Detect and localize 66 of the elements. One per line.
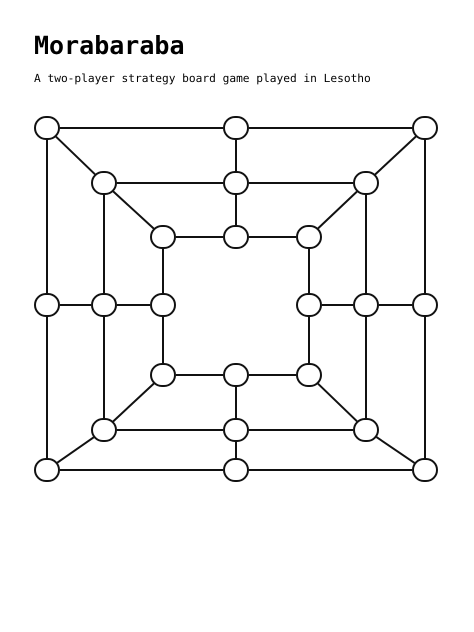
- board-line: [308, 249, 310, 293]
- board-point: [296, 363, 322, 387]
- board-line: [317, 190, 358, 230]
- board-line: [374, 136, 417, 176]
- board-point: [412, 116, 438, 140]
- board-point: [150, 363, 176, 387]
- board-point: [150, 225, 176, 249]
- board-line: [424, 317, 426, 458]
- board-line: [56, 436, 94, 464]
- board-point: [412, 458, 438, 482]
- board-point: [150, 293, 176, 317]
- board-line: [46, 317, 48, 458]
- board-line: [235, 387, 237, 418]
- board-point: [353, 171, 379, 195]
- board-line: [424, 140, 426, 293]
- board-line: [117, 429, 223, 431]
- board-line: [235, 195, 237, 225]
- board-line: [249, 127, 412, 129]
- board-line: [235, 140, 237, 171]
- board-line: [249, 374, 296, 376]
- board-point: [91, 293, 117, 317]
- board-line: [103, 317, 105, 418]
- board-line: [308, 317, 310, 363]
- board-point: [223, 116, 249, 140]
- board-line: [379, 304, 412, 306]
- board-line: [55, 136, 96, 176]
- board-line: [112, 382, 155, 422]
- board-line: [365, 317, 367, 418]
- board-point: [34, 458, 60, 482]
- board-point: [223, 363, 249, 387]
- board-point: [296, 293, 322, 317]
- board-point: [34, 116, 60, 140]
- board-point: [296, 225, 322, 249]
- subtitle: A two-player strategy board game played in Lesotho: [34, 71, 371, 87]
- board-line: [249, 182, 353, 184]
- board-point: [353, 418, 379, 442]
- board-line: [376, 436, 416, 464]
- board-point: [223, 225, 249, 249]
- board-line: [249, 429, 353, 431]
- board-line: [365, 195, 367, 293]
- board-point: [223, 458, 249, 482]
- board-point: [34, 293, 60, 317]
- board-line: [46, 140, 48, 293]
- board-line: [60, 127, 223, 129]
- board-line: [60, 304, 91, 306]
- board-line: [235, 442, 237, 458]
- board-line: [322, 304, 353, 306]
- board-line: [176, 374, 223, 376]
- board-point: [91, 418, 117, 442]
- board-line: [249, 469, 412, 471]
- board-line: [112, 190, 154, 230]
- board-point: [223, 171, 249, 195]
- board-line: [60, 469, 223, 471]
- board-line: [117, 304, 150, 306]
- board-point: [353, 293, 379, 317]
- board-line: [162, 317, 164, 363]
- title: Morabaraba: [34, 30, 185, 62]
- board-line: [176, 236, 223, 238]
- board-point: [223, 418, 249, 442]
- board-line: [162, 249, 164, 293]
- board-line: [117, 182, 223, 184]
- board-line: [103, 195, 105, 293]
- board-line: [249, 236, 296, 238]
- board-point: [412, 293, 438, 317]
- board-line: [317, 382, 358, 422]
- board-point: [91, 171, 117, 195]
